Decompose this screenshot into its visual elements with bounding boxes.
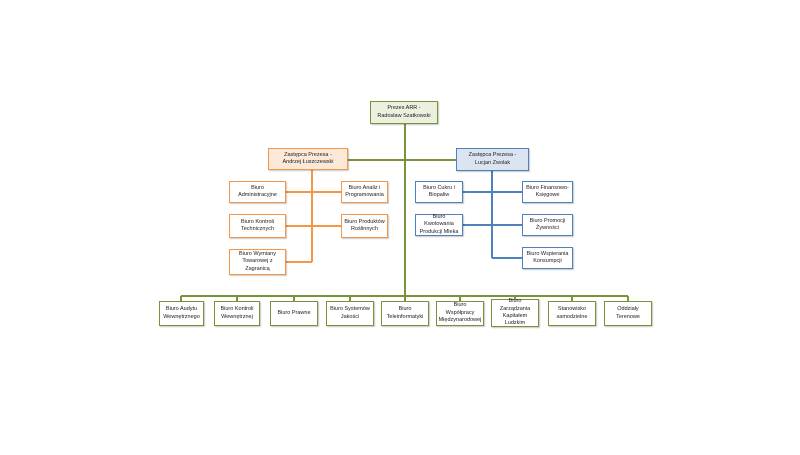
unit-label: Biuro Finansowo- Księgowe <box>526 184 569 198</box>
unit-label: Biuro Zarządzania Kapitałem Ludzkim <box>499 298 531 327</box>
unit-box: Biuro Kontroli Wewnętrznej <box>214 301 260 326</box>
unit-label: Biuro Promocji Żywności <box>529 217 566 231</box>
unit-box: Biuro Administracyjne <box>229 181 286 203</box>
unit-box: Biuro Cukru i Biopaliw <box>415 181 463 203</box>
unit-label: Biuro Produktów Roślinnych <box>344 218 385 232</box>
unit-box: Biuro Promocji Żywności <box>522 214 573 236</box>
unit-box: Biuro Prawne <box>270 301 318 326</box>
unit-box: Biuro Finansowo- Księgowe <box>522 181 573 203</box>
unit-box: Biuro Produktów Roślinnych <box>341 214 388 238</box>
unit-label: Biuro Analiz i Programowania <box>345 184 384 198</box>
unit-label: Biuro Systemów Jakości <box>330 306 370 320</box>
unit-label: Biuro Kwotowania Produkcji Mleka <box>419 213 459 235</box>
deputy-right-box: Zastępca Prezesa - Lucjan Zwolak <box>456 148 529 171</box>
unit-label: Biuro Wymiany Towarowej z Zagranicą <box>239 250 276 272</box>
unit-label: Oddziały Terenowe <box>616 306 640 320</box>
president-box: Prezes ARR - Radosław Szatkowski <box>370 101 438 124</box>
unit-box: Biuro Kontroli Technicznych <box>229 214 286 238</box>
unit-box: Biuro Kwotowania Produkcji Mleka <box>415 214 463 236</box>
deputy-right-label: Zastępca Prezesa - Lucjan Zwolak <box>468 152 517 166</box>
unit-box: Biuro Wymiany Towarowej z Zagranicą <box>229 249 286 275</box>
unit-label: Biuro Teleinformatyki <box>386 306 424 320</box>
unit-box: Stanowisko samodzielne <box>548 301 596 326</box>
unit-box: Biuro Teleinformatyki <box>381 301 429 326</box>
unit-label: Biuro Współpracy Międzynarodowej <box>438 302 482 324</box>
unit-box: Biuro Współpracy Międzynarodowej <box>436 301 484 326</box>
deputy-left-box: Zastępca Prezesa - Andrzej Łuszczewski <box>268 148 348 170</box>
unit-box: Oddziały Terenowe <box>604 301 652 326</box>
unit-label: Biuro Prawne <box>277 309 311 316</box>
unit-box: Biuro Audytu Wewnętrznego <box>159 301 204 326</box>
unit-box: Biuro Analiz i Programowania <box>341 181 388 203</box>
unit-box: Biuro Zarządzania Kapitałem Ludzkim <box>491 298 539 327</box>
unit-label: Biuro Cukru i Biopaliw <box>423 184 455 198</box>
unit-label: Stanowisko samodzielne <box>556 306 588 320</box>
unit-box: Biuro Wspierania Konsumpcji <box>522 247 573 269</box>
unit-label: Biuro Audytu Wewnętrznego <box>163 306 200 320</box>
deputy-left-label: Zastępca Prezesa - Andrzej Łuszczewski <box>282 151 334 165</box>
unit-label: Biuro Kontroli Technicznych <box>240 218 275 232</box>
president-label: Prezes ARR - Radosław Szatkowski <box>377 105 431 119</box>
unit-label: Biuro Kontroli Wewnętrznej <box>220 306 254 320</box>
unit-box: Biuro Systemów Jakości <box>326 301 374 326</box>
unit-label: Biuro Wspierania Konsumpcji <box>526 250 569 264</box>
unit-label: Biuro Administracyjne <box>238 184 277 198</box>
